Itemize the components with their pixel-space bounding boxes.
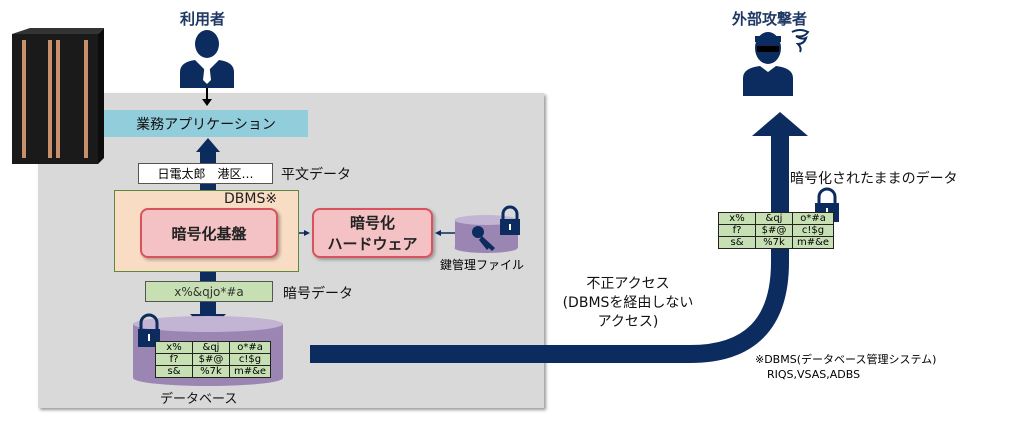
footnote: ※DBMS(データベース管理システム)RIQS,VSAS,ADBS [755, 353, 937, 381]
crypto-base-box: 暗号化基盤 [140, 208, 278, 258]
swirl-icon [791, 29, 810, 53]
server-rack-icon [12, 28, 104, 164]
plain-data-label: 平文データ [281, 167, 351, 183]
plain-data-box: 日電太郎 港区… [138, 163, 273, 184]
user-icon [180, 30, 234, 88]
business-application-box: 業務アプリケーション [104, 110, 308, 137]
key-icon [472, 226, 495, 251]
lock-icon [138, 313, 160, 347]
arrow-user-to-app [202, 88, 212, 106]
crypto-hardware-box: 暗号化 ハードウェア [312, 208, 433, 258]
lock-icon [500, 205, 520, 235]
dbms-label: DBMS※ [224, 191, 278, 207]
cipher-data-box: x%&qjo*#a [145, 281, 273, 302]
illegal-access-arrow [310, 112, 808, 363]
illegal-access-label: 不正アクセス(DBMSを経由しないアクセス) [562, 276, 694, 330]
cipher-data-label: 暗号データ [283, 286, 353, 302]
database-label: データベース [160, 392, 238, 407]
attacker-icon [743, 29, 810, 96]
crypto-hardware-line2: ハードウェア [327, 235, 418, 253]
attacker-label: 外部攻撃者 [732, 10, 808, 28]
encrypted-data-label: 暗号化されたままのデータ [790, 171, 958, 187]
user-label: 利用者 [180, 10, 226, 28]
key-file-label: 鍵管理ファイル [440, 258, 525, 272]
crypto-hardware-line1: 暗号化 [349, 214, 395, 232]
